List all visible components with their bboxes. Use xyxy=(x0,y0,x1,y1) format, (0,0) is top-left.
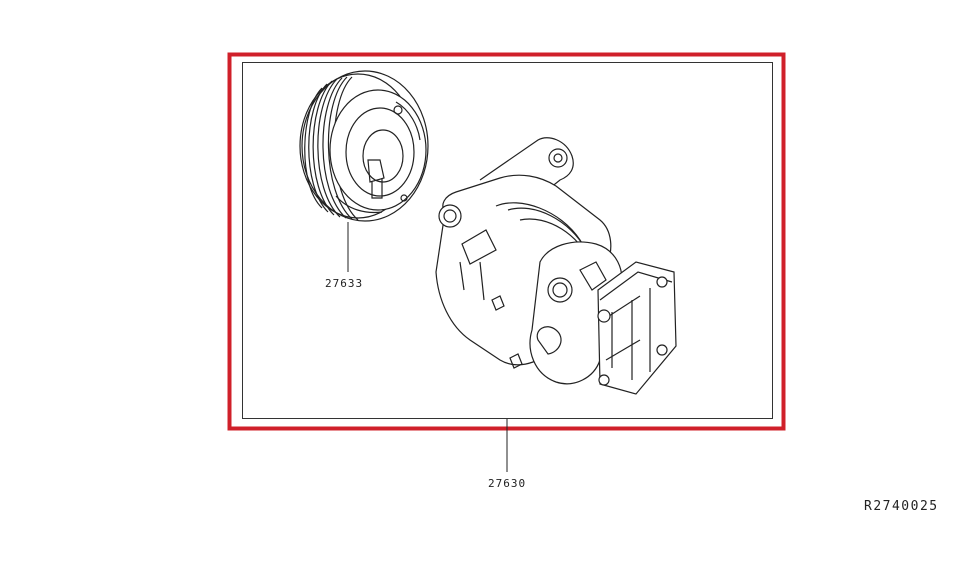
diagram-reference-code: R2740025 xyxy=(864,499,939,514)
ac-compressor-icon[interactable] xyxy=(435,137,677,395)
pulley-clutch-icon[interactable] xyxy=(299,70,429,222)
assembly-box xyxy=(242,62,773,419)
part-number-label-compressor[interactable]: 27630 xyxy=(488,477,527,490)
part-number-label-pulley[interactable]: 27633 xyxy=(325,277,364,290)
